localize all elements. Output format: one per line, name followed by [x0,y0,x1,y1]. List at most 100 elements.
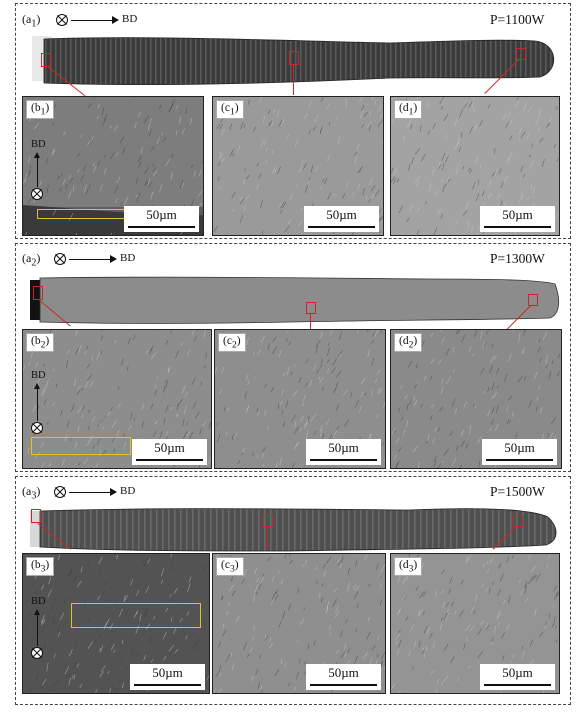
texture-stroke [383,402,385,408]
texture-stroke [276,108,280,117]
texture-stroke [114,686,119,693]
texture-stroke [367,348,370,358]
texture-stroke [339,354,342,358]
texture-stroke [285,338,288,343]
texture-stroke [33,122,40,130]
texture-stroke [441,378,444,385]
texture-stroke [507,111,512,118]
texture-stroke [170,406,174,411]
texture-stroke [66,360,68,369]
texture-stroke [243,123,246,128]
texture-stroke [478,460,481,468]
texture-stroke [470,606,474,614]
texture-stroke [138,161,142,168]
texture-stroke [121,358,124,366]
texture-stroke [165,158,171,167]
texture-stroke [496,367,500,375]
texture-stroke [271,575,275,582]
texture-stroke [494,424,499,431]
callout-line-c [293,65,294,95]
texture-stroke [62,619,68,627]
texture-stroke [92,444,95,450]
texture-stroke [519,136,521,141]
texture-stroke [270,598,275,605]
texture-stroke [419,124,422,132]
texture-stroke [259,685,263,691]
texture-stroke [370,390,373,397]
texture-stroke [489,355,495,363]
texture-stroke [468,424,472,429]
texture-stroke [408,650,411,657]
texture-stroke [218,688,222,693]
texture-stroke [547,122,550,127]
texture-stroke [420,154,426,162]
texture-stroke [376,369,381,375]
texture-stroke [454,408,458,415]
texture-stroke [259,654,261,659]
texture-stroke [507,157,510,162]
texture-stroke [52,619,57,625]
micrograph-d: (d3) 50µm [390,553,560,694]
texture-stroke [376,653,379,658]
texture-stroke [172,598,175,602]
texture-stroke [264,410,266,416]
texture-stroke [256,162,260,167]
texture-stroke [25,598,30,604]
scale-bar: 50µm [480,664,555,690]
texture-stroke [80,175,84,182]
texture-stroke [113,124,119,132]
texture-stroke [77,580,82,588]
texture-stroke [393,430,397,434]
texture-stroke [423,653,426,659]
texture-stroke [86,442,90,446]
texture-stroke [280,579,283,585]
texture-stroke [201,620,204,626]
region-box-d [516,48,526,60]
texture-stroke [482,391,485,395]
texture-stroke [43,619,46,624]
texture-stroke [329,122,331,126]
texture-stroke [539,356,543,363]
texture-stroke [145,182,149,186]
texture-stroke [445,376,451,385]
texture-stroke [35,362,38,368]
texture-stroke [135,177,139,186]
texture-stroke [101,330,103,332]
texture-stroke [354,399,359,408]
texture-stroke [537,346,541,353]
texture-stroke [481,584,485,587]
overview-label: (a1) [22,12,41,30]
texture-stroke [27,197,32,204]
texture-stroke [87,141,90,146]
texture-stroke [287,219,291,225]
texture-stroke [415,586,419,592]
texture-stroke [418,462,420,468]
texture-stroke [438,359,442,364]
texture-stroke [535,118,540,126]
texture-stroke [472,181,476,190]
texture-stroke [381,140,383,145]
texture-stroke [359,169,361,173]
texture-stroke [171,558,174,563]
texture-stroke [375,562,379,570]
texture-stroke [467,167,471,172]
texture-stroke [281,389,284,397]
texture-stroke [304,559,308,565]
texture-stroke [153,554,156,557]
texture-stroke [337,561,341,566]
texture-stroke [245,374,249,381]
out-of-plane-icon [31,422,43,434]
texture-stroke [87,562,91,568]
panel-label: (b2) [26,333,55,353]
texture-stroke [117,386,120,391]
texture-stroke [114,198,119,204]
region-box-d [513,515,523,527]
texture-stroke [327,347,330,356]
texture-stroke [191,330,195,337]
texture-stroke [192,641,197,650]
texture-stroke [88,424,90,431]
texture-stroke [115,600,118,605]
texture-stroke [442,601,445,609]
texture-stroke [24,173,28,182]
texture-stroke [374,189,380,197]
